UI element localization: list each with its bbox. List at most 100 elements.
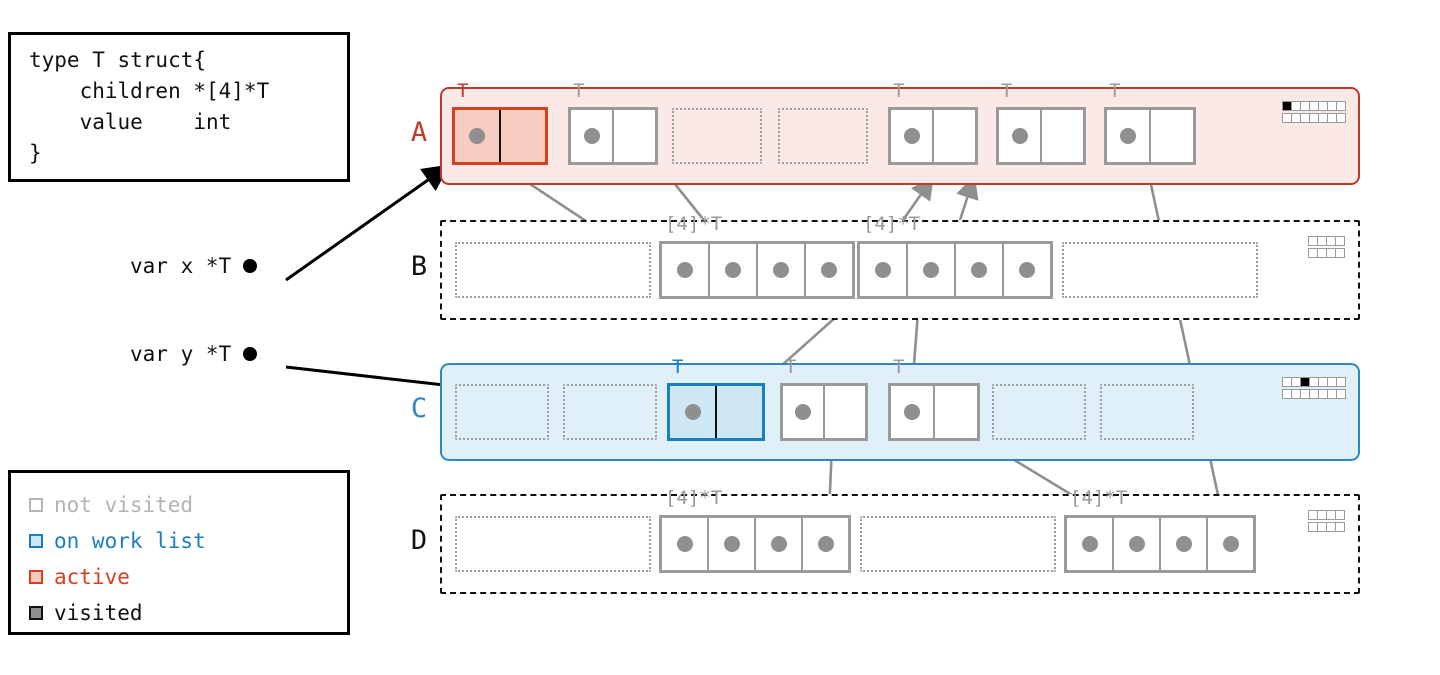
struct-node-not-visited[interactable]	[996, 107, 1086, 165]
legend-swatch-icon	[29, 498, 43, 512]
array-element[interactable]	[1067, 518, 1114, 570]
bitmap-row	[1308, 236, 1345, 246]
pointer-dot	[469, 128, 485, 144]
legend-item: not visited	[29, 487, 347, 523]
pointer-dot	[821, 262, 837, 278]
array-element[interactable]	[758, 244, 806, 296]
struct-field-value	[614, 110, 655, 162]
legend-box: not visited on work list active visited	[8, 470, 350, 635]
children-array[interactable]	[1064, 515, 1256, 573]
struct-field-value	[717, 386, 762, 438]
pointer-dot	[875, 262, 891, 278]
bitmap-row	[1282, 101, 1346, 111]
array-element[interactable]	[860, 244, 908, 296]
type-tag: T	[573, 80, 585, 102]
struct-field-value	[501, 110, 545, 162]
array-element[interactable]	[956, 244, 1004, 296]
struct-node-not-visited[interactable]	[888, 107, 978, 165]
struct-field-children	[891, 110, 934, 162]
pointer-dot	[1222, 536, 1239, 552]
struct-field-children	[455, 110, 501, 162]
pointer-dot	[1011, 128, 1028, 144]
type-tag: T	[672, 356, 684, 378]
empty-slot	[455, 242, 651, 298]
pointer-dot	[1019, 262, 1035, 278]
legend-item: active	[29, 559, 347, 595]
array-element[interactable]	[806, 244, 852, 296]
struct-node-on-work[interactable]	[667, 383, 765, 441]
bitmap-cell-clear	[1336, 389, 1346, 399]
gc-bitmap-b	[1308, 236, 1345, 258]
pointer-dot	[725, 262, 741, 278]
empty-slot	[860, 516, 1056, 572]
bitmap-row	[1308, 522, 1345, 532]
pointer-dot	[1128, 536, 1145, 552]
type-tag: [4]*T	[863, 213, 921, 235]
row-label-a: A	[410, 117, 428, 148]
bitmap-cell-clear	[1335, 248, 1345, 258]
type-tag: T	[1109, 80, 1121, 102]
array-element[interactable]	[803, 518, 848, 570]
gc-bitmap-c	[1282, 377, 1346, 399]
children-array[interactable]	[857, 241, 1053, 299]
struct-field-value	[934, 110, 975, 162]
type-tag: [4]*T	[665, 213, 723, 235]
type-tag: [4]*T	[1070, 487, 1128, 509]
variable-label: var x *T	[130, 254, 232, 278]
array-element[interactable]	[756, 518, 803, 570]
struct-field-value	[1151, 110, 1193, 162]
legend-item-label: not visited	[54, 493, 194, 517]
type-definition-box: type T struct{ children *[4]*T value int…	[8, 32, 350, 182]
type-tag: T	[785, 356, 797, 378]
struct-field-children	[783, 386, 825, 438]
array-element[interactable]	[1161, 518, 1208, 570]
row-label-b: B	[410, 251, 428, 282]
empty-slot	[455, 516, 651, 572]
legend-item: on work list	[29, 523, 347, 559]
pointer-dot	[1120, 128, 1136, 144]
pointer-dot	[676, 536, 693, 552]
children-array[interactable]	[659, 515, 851, 573]
pointer-dot	[684, 404, 701, 420]
gc-bitmap-d	[1308, 510, 1345, 532]
empty-slot	[1100, 384, 1194, 440]
struct-node-not-visited[interactable]	[1104, 107, 1196, 165]
legend-swatch-icon	[29, 534, 43, 548]
struct-field-value	[825, 386, 865, 438]
array-element[interactable]	[1114, 518, 1161, 570]
type-tag: T	[457, 80, 469, 102]
array-element[interactable]	[908, 244, 956, 296]
legend-item-label: active	[54, 565, 130, 589]
array-element[interactable]	[662, 244, 710, 296]
empty-slot	[1062, 242, 1258, 298]
struct-field-children	[670, 386, 717, 438]
struct-node-active[interactable]	[452, 107, 548, 165]
variable-declaration: var y *T	[130, 342, 258, 366]
variable-pointer-dot	[243, 259, 258, 273]
pointer-dot	[904, 404, 920, 420]
struct-node-not-visited[interactable]	[780, 383, 868, 441]
pointer-dot	[903, 128, 920, 144]
pointer-dot	[971, 262, 987, 278]
legend-item-label: visited	[54, 601, 143, 625]
type-tag: T	[893, 80, 905, 102]
struct-field-value	[1042, 110, 1083, 162]
variable-pointer-dot	[243, 347, 258, 361]
array-element[interactable]	[709, 518, 756, 570]
variable-declaration: var x *T	[130, 254, 258, 278]
legend-item: visited	[29, 595, 347, 631]
children-array[interactable]	[659, 241, 855, 299]
empty-slot	[992, 384, 1086, 440]
array-element[interactable]	[1004, 244, 1050, 296]
bitmap-cell-clear	[1335, 510, 1345, 520]
array-element[interactable]	[1208, 518, 1253, 570]
struct-field-children	[1107, 110, 1151, 162]
array-element[interactable]	[662, 518, 709, 570]
struct-node-not-visited[interactable]	[568, 107, 658, 165]
array-element[interactable]	[710, 244, 758, 296]
pointer-dot	[773, 262, 789, 278]
empty-slot	[455, 384, 549, 440]
bitmap-row	[1308, 248, 1345, 258]
struct-node-not-visited[interactable]	[888, 383, 980, 441]
